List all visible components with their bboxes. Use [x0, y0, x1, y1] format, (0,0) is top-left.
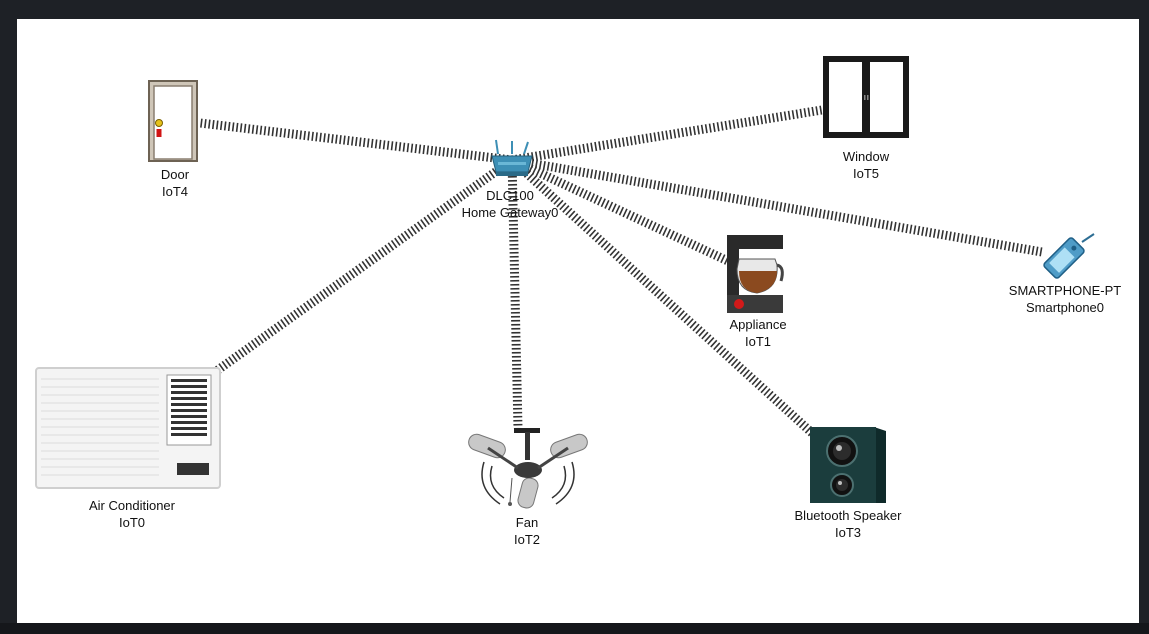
coffee-maker-icon	[727, 235, 784, 313]
label-window: Window IoT5	[843, 148, 889, 182]
speaker-icon	[810, 427, 886, 503]
air-conditioner-icon	[35, 367, 221, 489]
device-window[interactable]	[822, 55, 910, 139]
link-smartphone[interactable]	[511, 155, 1043, 257]
window-frame-bottom	[0, 623, 1149, 634]
appliance-name-label: IoT1	[744, 334, 772, 349]
device-speaker[interactable]	[808, 425, 888, 505]
door-icon	[148, 80, 198, 162]
device-fan[interactable]	[464, 426, 592, 512]
label-home-gateway: DLC100 Home Gateway0	[462, 187, 559, 221]
window-frame-right	[1139, 19, 1149, 623]
door-model-label: Door	[160, 167, 190, 182]
appliance-model-label: Appliance	[729, 317, 787, 332]
fan-model-label: Fan	[515, 515, 539, 530]
door-name-label: IoT4	[161, 184, 188, 199]
link-air-conditioner[interactable]	[212, 156, 515, 376]
smartphone-icon	[1043, 233, 1095, 279]
window-frame-top	[0, 0, 1149, 19]
device-appliance[interactable]	[725, 233, 785, 315]
speaker-name-label: IoT3	[834, 525, 861, 540]
link-door[interactable]	[199, 118, 513, 165]
smartphone-name-label: Smartphone0	[1025, 300, 1105, 315]
label-smartphone: SMARTPHONE-PT Smartphone0	[1009, 282, 1121, 316]
ceiling-fan-icon	[468, 428, 588, 509]
window-icon	[823, 56, 909, 138]
logical-workspace[interactable]	[17, 19, 1139, 623]
link-fan[interactable]	[507, 159, 523, 429]
air-conditioner-model-label: Air Conditioner	[89, 498, 175, 513]
device-door[interactable]	[145, 79, 201, 164]
router-icon	[491, 139, 533, 176]
smartphone-model-label: SMARTPHONE-PT	[1008, 283, 1122, 298]
air-conditioner-name-label: IoT0	[118, 515, 145, 530]
device-smartphone[interactable]	[1030, 232, 1100, 282]
link-appliance[interactable]	[510, 155, 732, 267]
device-home-gateway[interactable]	[488, 138, 536, 186]
label-speaker: Bluetooth Speaker IoT3	[795, 507, 902, 541]
label-appliance: Appliance IoT1	[729, 316, 786, 350]
link-window[interactable]	[511, 105, 823, 165]
gateway-model-label: DLC100	[486, 188, 534, 203]
device-air-conditioner[interactable]	[35, 367, 221, 489]
gateway-name-label: Home Gateway0	[461, 205, 559, 220]
label-fan: Fan IoT2	[514, 514, 540, 548]
label-door: Door IoT4	[161, 166, 189, 200]
window-model-label: Window	[842, 149, 890, 164]
fan-name-label: IoT2	[513, 532, 541, 547]
window-name-label: IoT5	[852, 166, 879, 181]
speaker-model-label: Bluetooth Speaker	[794, 508, 902, 523]
label-air-conditioner: Air Conditioner IoT0	[89, 497, 175, 531]
